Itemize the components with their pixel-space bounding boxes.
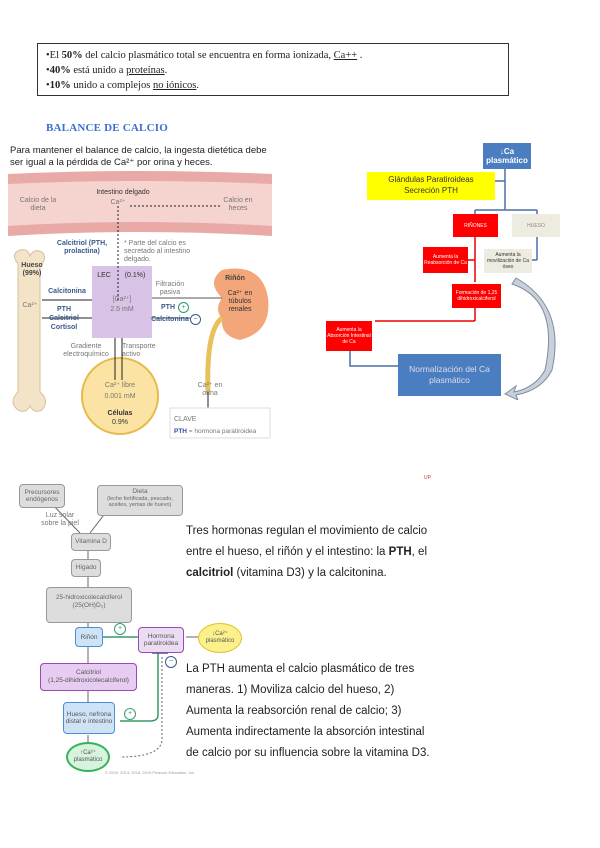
- kidney-box: Riñón: [75, 627, 103, 647]
- ureter: [205, 316, 224, 393]
- calcitriol-box: Calcitriol (1,25-dihidroxicolecalciferol…: [40, 663, 137, 691]
- formation-box: Formación de 1,25 dihidroxicalciferol: [452, 284, 501, 308]
- corner-mark: UP: [424, 475, 431, 481]
- feces-calcium-label: Calcio en heces: [223, 197, 253, 212]
- parathyroid-box: Glándulas Paratiroideas Secreción PTH: [367, 172, 495, 200]
- precursors-box: Precursores endógenos: [19, 484, 65, 508]
- absorption-box: Aumenta la Absorción Intestinal de Ca: [326, 321, 372, 351]
- lec-concentration: 2.5 mM: [110, 306, 134, 313]
- intestine-ca-label: Ca²⁺: [110, 199, 126, 206]
- high-ca-oval: ↑Ca²⁺ plasmático: [66, 742, 110, 772]
- urine-ca-label: Ca²⁺ en orina: [197, 382, 223, 397]
- calcitriol-absorption-label: Calcitriol (PTH, prolactina): [56, 240, 108, 255]
- cortisol-label: Cortisol: [50, 324, 78, 331]
- calcium-notes-box: •El 50% del calcio plasmático total se e…: [37, 43, 509, 96]
- reabsorption-box: Aumenta la Reabsorción de Ca: [423, 247, 468, 273]
- sunlight-label: Luz solar sobre la piel: [41, 512, 79, 527]
- minus-icon: −: [165, 656, 177, 668]
- plus-icon: +: [178, 302, 189, 313]
- figure1-caption: Para mantener el balance de calcio, la i…: [10, 145, 267, 168]
- note-line-3: •10% unido a complejos no iónicos.: [46, 80, 200, 91]
- cell-circle: [81, 357, 159, 435]
- active-transport-label: Transporte activo: [122, 343, 156, 358]
- lec-box: [92, 266, 152, 338]
- pth-paragraph: La PTH aumenta el calcio plasmático de t…: [186, 663, 430, 759]
- parathyroid-hormone-box: Hormona paratiroidea: [138, 627, 184, 653]
- legend-title: CLAVE: [174, 416, 197, 423]
- feedback-arrow: [504, 277, 556, 400]
- hydroxy-box: 25-hidroxicolecalciferol (25(OH)D₃): [46, 587, 132, 623]
- hydroxy-label: 25-hidroxicolecalciferol: [55, 594, 123, 601]
- calcitriol-bone-label: Calcitriol: [49, 315, 79, 322]
- vitamin-d-box: Vitamina D: [71, 533, 111, 551]
- bone-ca-label: Ca²⁺: [22, 302, 38, 309]
- kidney-label: Riñón: [225, 275, 245, 282]
- section-title: BALANCE DE CALCIO: [46, 122, 168, 134]
- diet-detail: (leche fortificada, pescado, aceites, ye…: [107, 495, 173, 508]
- parathyroid-label: Glándulas Paratiroideas: [388, 175, 474, 184]
- cell-concentration: 0.001 mM: [104, 393, 136, 400]
- filtration-label: Filtración pasiva: [155, 281, 185, 296]
- copyright: © 2009, 2013, 2016, 2019 Pearson Educati…: [105, 770, 195, 775]
- lec-label: LEC: [97, 272, 111, 279]
- kidneys-box: RIÑONES: [453, 214, 498, 237]
- pth-secretion-label: Secreción PTH: [404, 186, 458, 195]
- intestine-label: Intestino delgado: [96, 189, 150, 196]
- legend-entry: PTH = hormona paratiroidea: [174, 428, 257, 435]
- figure1-graphic: [8, 171, 272, 439]
- calcitriol-label: Calcitriol: [76, 669, 101, 676]
- ca-drop-box: ↓Ca plasmático: [483, 143, 531, 169]
- legend-box: [169, 407, 271, 439]
- cell-label: Células: [107, 410, 133, 417]
- calcitriol-formula: (1,25-dihidroxicolecalciferol): [48, 677, 129, 684]
- hormones-paragraph: Tres hormonas regulan el movimiento de c…: [186, 525, 428, 579]
- kidney-pth-label: PTH: [161, 304, 175, 311]
- intestine-lumen: [8, 181, 272, 226]
- plus-icon: +: [114, 623, 126, 635]
- note-line-2: •40% está unido a proteínas.: [46, 65, 168, 76]
- lec-percent: (0.1%): [124, 272, 146, 279]
- plus-icon: +: [124, 708, 136, 720]
- liver-box: Hígado: [71, 559, 101, 577]
- minus-icon: −: [190, 314, 201, 325]
- lec-ca-label: [Ca²⁺]: [112, 296, 132, 303]
- cell-percent: 0.9%: [112, 419, 128, 426]
- gradient-label: Gradiente electroquímico: [63, 343, 109, 358]
- bone-label: Hueso (99%): [21, 262, 43, 277]
- kidney-shape: [214, 268, 269, 340]
- low-ca-oval: ↓Ca²⁺ plasmático: [198, 623, 242, 653]
- kidney-ca-label: Ca²⁺ en túbulos renales: [227, 290, 253, 313]
- targets-box: Hueso, nefrona distal e intestino: [63, 702, 115, 734]
- note-line-1: •El 50% del calcio plasmático total se e…: [46, 50, 363, 61]
- diet-title: Dieta: [132, 488, 148, 495]
- pth-label: PTH: [57, 306, 71, 313]
- bone-box: HUESO: [512, 214, 560, 237]
- hydroxy-formula: (25(OH)D₃): [72, 601, 106, 609]
- kidney-calcitonin-label: Calcitonina: [151, 316, 189, 323]
- secretion-note: * Parte del calcio es secretado al intes…: [124, 240, 191, 263]
- calcitonin-label: Calcitonina: [48, 288, 86, 295]
- bone-shape: [12, 249, 46, 412]
- diet-calcium-label: Calcio de la dieta: [19, 197, 57, 212]
- normalization-box: Normalización del Ca plasmático: [398, 354, 501, 396]
- mobilization-box: Aumenta la movilización de Ca óseo: [484, 249, 532, 273]
- figure2-connectors: [349, 164, 556, 400]
- diet-box: Dieta (leche fortificada, pescado, aceit…: [97, 485, 183, 516]
- cell-ca-label: Ca²⁺ libre: [104, 382, 136, 389]
